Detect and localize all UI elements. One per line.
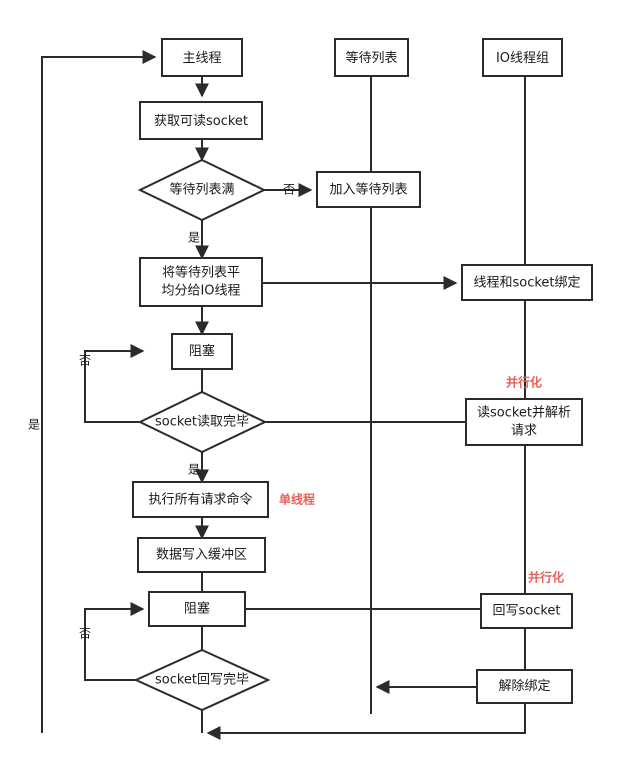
edge-label-write-done-no: 否 [79, 627, 91, 641]
node-write-to-buffer-label: 数据写入缓冲区 [156, 548, 247, 563]
edge-label-waitlist-full-no: 否 [283, 183, 295, 197]
node-execute-commands[interactable]: 执行所有请求命令 [132, 481, 269, 518]
edge-label-read-done-yes: 是 [188, 463, 200, 477]
node-distribute-waitlist-line2: 均分给IO线程 [161, 284, 240, 299]
annotation-single-thread: 单线程 [279, 492, 315, 507]
annotation-parallel-read: 并行化 [506, 375, 542, 390]
node-get-readable-socket[interactable]: 获取可读socket [139, 101, 263, 140]
edge-write-done-no [84, 602, 145, 681]
node-is-waitlist-full[interactable]: 等待列表满 [137, 158, 267, 222]
node-read-and-parse-line2: 请求 [511, 424, 537, 439]
node-unbind[interactable]: 解除绑定 [476, 669, 573, 704]
node-add-to-waitlist[interactable]: 加入等待列表 [316, 171, 421, 208]
edge-label-waitlist-full-yes: 是 [188, 231, 200, 245]
edge-label-write-done-yes: 是 [28, 418, 40, 432]
node-main-thread-label: 主线程 [182, 51, 221, 66]
node-io-thread-group-header-label: IO线程组 [496, 51, 549, 66]
node-socket-write-done-label: socket回写完毕 [155, 673, 249, 688]
node-main-thread[interactable]: 主线程 [161, 38, 243, 77]
node-socket-write-done[interactable]: socket回写完毕 [133, 648, 271, 712]
edge-return-to-main-thread [41, 50, 157, 733]
node-io-thread-group-header[interactable]: IO线程组 [482, 38, 563, 77]
node-write-to-buffer[interactable]: 数据写入缓冲区 [137, 537, 266, 573]
node-block-read-label: 阻塞 [189, 343, 215, 359]
edge-read-done-no [84, 344, 145, 423]
node-socket-read-done[interactable]: socket读取完毕 [137, 390, 268, 454]
node-is-waitlist-full-label: 等待列表满 [169, 182, 234, 198]
node-block-write[interactable]: 阻塞 [148, 591, 246, 627]
node-distribute-waitlist[interactable]: 将等待列表平 均分给IO线程 [139, 257, 263, 307]
node-write-back-socket-label: 回写socket [492, 604, 560, 619]
edge-bottom-bus-to-return [206, 703, 526, 740]
node-execute-commands-label: 执行所有请求命令 [148, 492, 252, 508]
node-read-and-parse[interactable]: 读socket并解析 请求 [465, 398, 583, 446]
node-bind-thread-socket-label: 线程和socket绑定 [473, 276, 580, 291]
node-unbind-label: 解除绑定 [498, 679, 550, 694]
node-get-readable-socket-label: 获取可读socket [154, 114, 248, 129]
node-wait-list-header-label: 等待列表 [345, 50, 397, 66]
node-block-read[interactable]: 阻塞 [171, 333, 233, 370]
node-write-back-socket[interactable]: 回写socket [480, 593, 573, 629]
node-socket-read-done-label: socket读取完毕 [155, 415, 249, 430]
node-bind-thread-socket[interactable]: 线程和socket绑定 [461, 264, 593, 301]
node-add-to-waitlist-label: 加入等待列表 [329, 182, 407, 198]
node-read-and-parse-line1: 读socket并解析 [477, 406, 571, 421]
node-distribute-waitlist-line1: 将等待列表平 [162, 265, 240, 281]
annotation-parallel-write: 并行化 [528, 570, 564, 585]
edge-label-read-done-no: 否 [79, 354, 91, 368]
node-wait-list-header[interactable]: 等待列表 [334, 38, 409, 77]
node-block-write-label: 阻塞 [184, 601, 210, 617]
